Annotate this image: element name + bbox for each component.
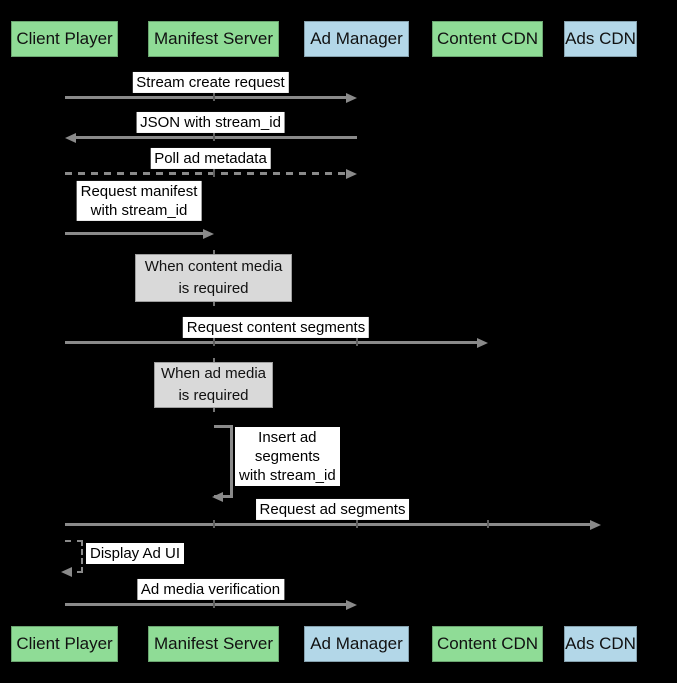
- arrowhead-left-icon: [64, 132, 76, 143]
- actor-box-client-player-bottom: Client Player: [11, 626, 118, 662]
- arrowhead-right-icon: [345, 168, 357, 179]
- note-label: When content media is required: [144, 257, 283, 298]
- actor-label: Client Player: [16, 29, 113, 48]
- actor-box-manifest-server-top: Manifest Server: [148, 21, 279, 57]
- message-label: Request content segments: [182, 316, 370, 338]
- actor-label: Client Player: [16, 634, 113, 653]
- message-line: [64, 172, 347, 175]
- lifeline-tick: [212, 408, 215, 412]
- self-loop-label: Insert ad segments with stream_id: [235, 427, 340, 487]
- arrowhead-left-icon: [60, 567, 72, 577]
- self-loop: [64, 540, 83, 573]
- actor-label: Content CDN: [436, 29, 539, 48]
- lifeline-tick: [212, 358, 215, 362]
- actor-box-manifest-server-bottom: Manifest Server: [148, 626, 279, 662]
- lifeline-tick: [212, 250, 215, 254]
- lifeline-tick: [212, 93, 215, 101]
- lifeline-tick: [212, 302, 215, 306]
- message-line: [64, 603, 347, 606]
- message-label: JSON with stream_id: [136, 111, 285, 133]
- actor-box-content-cdn-bottom: Content CDN: [432, 626, 543, 662]
- note-box: When content media is required: [135, 254, 292, 302]
- message-line: [64, 341, 478, 344]
- self-loop-label: Display Ad UI: [86, 543, 185, 565]
- lifeline-tick: [212, 169, 215, 177]
- message-line: [64, 96, 347, 99]
- lifeline-tick: [212, 600, 215, 608]
- lifeline-tick: [212, 520, 215, 528]
- message-label: Poll ad metadata: [150, 147, 271, 169]
- actor-box-client-player-top: Client Player: [11, 21, 118, 57]
- arrowhead-right-icon: [589, 519, 601, 530]
- actor-box-ads-cdn-bottom: Ads CDN: [564, 626, 637, 662]
- message-line: [64, 232, 204, 235]
- actor-label: Manifest Server: [153, 29, 274, 48]
- note-label: When ad media is required: [160, 364, 267, 405]
- actor-box-ad-manager-top: Ad Manager: [304, 21, 409, 57]
- message-line: [74, 136, 357, 139]
- lifeline-tick: [212, 133, 215, 141]
- actor-label: Ad Manager: [310, 29, 403, 48]
- arrowhead-right-icon: [202, 228, 214, 239]
- actor-label: Manifest Server: [153, 634, 274, 653]
- actor-box-content-cdn-top: Content CDN: [432, 21, 543, 57]
- arrowhead-right-icon: [476, 337, 488, 348]
- arrowhead-right-icon: [345, 599, 357, 610]
- message-label: Stream create request: [132, 71, 289, 93]
- actor-box-ads-cdn-top: Ads CDN: [564, 21, 637, 57]
- actor-label: Content CDN: [436, 634, 539, 653]
- message-label: Request ad segments: [255, 498, 410, 520]
- note-box: When ad media is required: [154, 362, 273, 408]
- lifeline-tick: [212, 338, 215, 346]
- arrowhead-right-icon: [345, 92, 357, 103]
- self-loop: [213, 425, 233, 498]
- message-line: [64, 523, 591, 526]
- lifeline-tick: [355, 520, 358, 528]
- actor-label: Ad Manager: [310, 634, 403, 653]
- actor-label: Ads CDN: [565, 634, 636, 653]
- actor-box-ad-manager-bottom: Ad Manager: [304, 626, 409, 662]
- actor-label: Ads CDN: [565, 29, 636, 48]
- message-label: Request manifest with stream_id: [76, 180, 202, 221]
- arrowhead-left-icon: [211, 491, 223, 502]
- lifeline-tick: [355, 338, 358, 346]
- lifeline-tick: [486, 520, 489, 528]
- message-label: Ad media verification: [136, 578, 285, 600]
